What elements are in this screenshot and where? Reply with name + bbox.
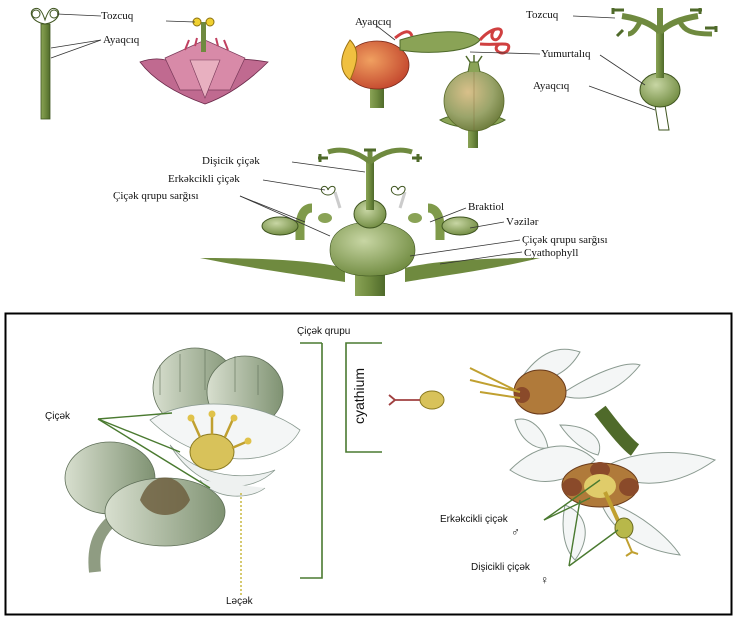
cyathium-pink-drawing	[140, 18, 268, 104]
label-tozcuq-right: Tozcuq	[526, 9, 558, 21]
label-cyathium: cyathium	[353, 368, 365, 424]
label-erkekcikli-cicek-top: Erkəkcikli çiçək	[168, 173, 240, 185]
label-cyathophyll: Cyathophyll	[524, 247, 578, 259]
female-symbol: ♀	[540, 574, 549, 586]
label-erkekcikli-cicek-bottom: Erkəkcikli çiçək	[440, 514, 508, 526]
label-braktiol: Braktiol	[468, 201, 504, 213]
pistil-drawing-right	[612, 8, 717, 130]
label-cicek: Çiçək	[45, 411, 70, 423]
inflorescence-drawing	[65, 348, 300, 572]
label-lecek: Ləçək	[226, 596, 253, 608]
label-cicek-qrupu: Çiçək qrupu	[297, 326, 350, 338]
label-vezileri: Vəzilər	[506, 216, 538, 228]
label-tozcuq-left: Tozcuq	[101, 10, 133, 22]
label-disicik-cicek: Dişicik çiçək	[202, 155, 260, 167]
label-ayaqciq-left: Ayaqcıq	[103, 34, 139, 46]
label-yumurtaliq: Yumurtalıq	[541, 48, 591, 60]
label-ayaqciq-mid: Ayaqcıq	[355, 16, 391, 28]
cyathium-schematic-drawing	[200, 150, 540, 296]
label-cicek-qrupu-sargisi-left: Çiçək qrupu sarğısı	[113, 190, 199, 202]
label-cicek-qrupu-sargisi-right: Çiçək qrupu sarğısı	[522, 234, 608, 246]
fruit-capsule-drawing	[440, 55, 505, 148]
stamen-drawing-left	[31, 8, 58, 119]
male-symbol: ♂	[511, 526, 520, 538]
cyathium-side-drawing	[389, 349, 640, 450]
label-ayaqciq-right: Ayaqcıq	[533, 80, 569, 92]
label-disicikli-cicek: Dişicikli çiçək	[471, 562, 530, 574]
